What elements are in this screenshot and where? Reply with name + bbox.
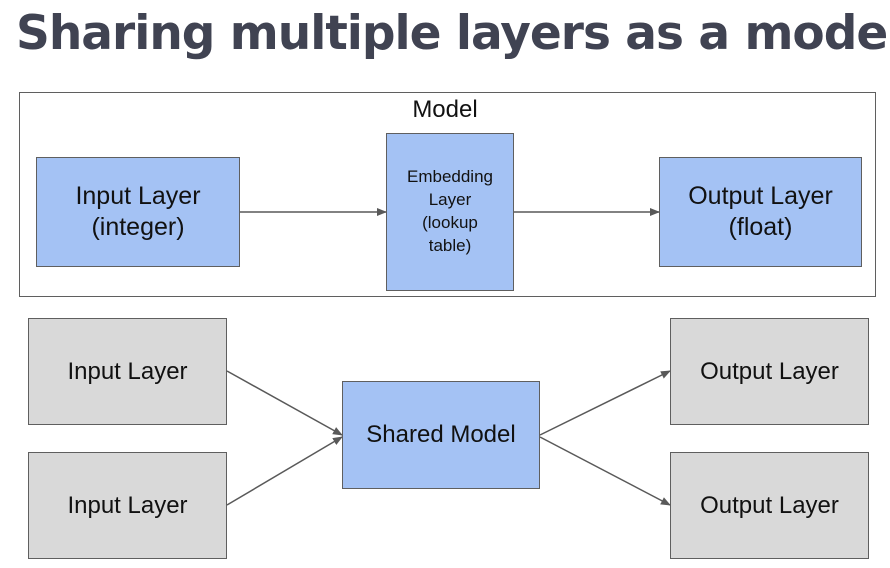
model-frame xyxy=(19,92,876,297)
output-layer-box-2: Output Layer xyxy=(670,452,869,559)
arrow-shared-to-output1 xyxy=(539,370,671,436)
output-layer-float-box: Output Layer (float) xyxy=(659,157,862,267)
output-layer-box-1: Output Layer xyxy=(670,318,869,425)
arrow-input1-to-shared xyxy=(226,370,343,436)
arrow-input2-to-shared xyxy=(226,436,343,506)
page-title: Sharing multiple layers as a model xyxy=(16,6,890,61)
input-layer-integer-box: Input Layer (integer) xyxy=(36,157,240,267)
input-layer-box-1: Input Layer xyxy=(28,318,227,425)
model-frame-label: Model xyxy=(412,96,478,123)
shared-model-box: Shared Model xyxy=(342,381,540,489)
input-layer-box-2: Input Layer xyxy=(28,452,227,559)
embedding-layer-box: Embedding Layer (lookup table) xyxy=(386,133,514,291)
arrow-shared-to-output2 xyxy=(539,436,671,506)
